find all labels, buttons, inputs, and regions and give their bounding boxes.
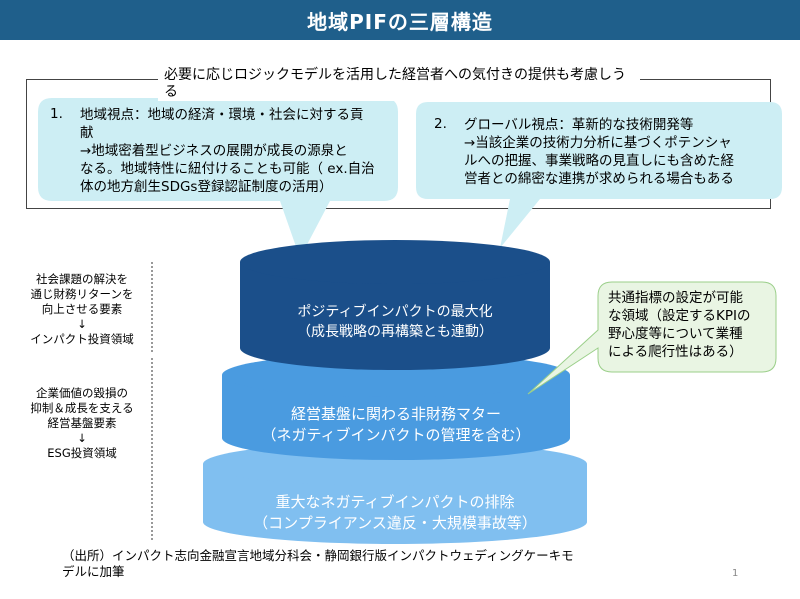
bubble-2-number: 2. xyxy=(434,116,447,132)
layer-top-line1: ポジティブインパクトの最大化 xyxy=(297,304,493,320)
bubble-1-line: なる。地域特性に紐付けることも可能（ ex.自治 xyxy=(80,161,375,177)
bubble-3-line: による爬行性はある） xyxy=(608,344,743,360)
down-arrow-icon: ↓ xyxy=(77,317,87,331)
bubble-2-line: 営者との綿密な連携が求められる場合もある xyxy=(464,171,734,187)
bubble-2-line: →当該企業の技術力分析に基づくポテンシャ xyxy=(464,135,732,151)
layer-bottom-line1: 重大なネガティブインパクトの排除 xyxy=(275,493,515,511)
down-arrow-icon: ↓ xyxy=(77,431,87,445)
bubble-1-line: 献 xyxy=(80,125,94,141)
layer-bottom-label: 重大なネガティブインパクトの排除 （コンプライアンス違反・大規模事故等） xyxy=(215,492,575,534)
layer-top-label: ポジティブインパクトの最大化 （成長戦略の再構築とも連動） xyxy=(215,302,575,342)
bubble-3-line: な領域（設定するKPIの xyxy=(608,308,751,324)
page-title: 地域PIFの三層構造 xyxy=(307,9,493,34)
bubble-2-line: ルへの把握、事業戦略の見直しにも含めた経 xyxy=(464,153,734,169)
side-note-line: ESG投資領域 xyxy=(47,446,117,460)
side-note-line: 社会課題の解決を xyxy=(36,272,128,286)
layer-bottom-line2: （コンプライアンス違反・大規模事故等） xyxy=(253,514,537,532)
bubble-3-line: 共通指標の設定が可能 xyxy=(608,290,743,306)
bubble-1-line: 地域視点：地域の経済・環境・社会に対する貢 xyxy=(80,107,364,123)
layer-top-line2: （成長戦略の再構築とも連動） xyxy=(297,324,493,340)
side-note-line: 経営基盤要素 xyxy=(47,416,117,430)
side-note-line: 企業価値の毀損の xyxy=(36,386,128,400)
impact-side-note: 社会課題の解決を 通じ財務リターンを 向上させる要素 ↓ インパクト投資領域 xyxy=(18,272,146,347)
bubble-1-number: 1. xyxy=(50,106,63,122)
bubble-1-line: →地域密着型ビジネスの展開が成長の源泉と xyxy=(80,143,348,159)
bubble-3-line: 野心度等について業種 xyxy=(608,326,743,342)
bubble-2-line: グローバル視点：革新的な技術開発等 xyxy=(464,117,694,133)
layer-middle-line2: （ネガティブインパクトの管理を含む） xyxy=(261,426,531,444)
side-note-line: 抑制＆成長を支える xyxy=(30,401,134,415)
title-bar: 地域PIFの三層構造 xyxy=(0,0,800,40)
note-text: 必要に応じロジックモデルを活用した経営者への気付きの提供も考慮しうる xyxy=(158,67,640,101)
bubble-2-text: グローバル視点：革新的な技術開発等 →当該企業の技術力分析に基づくポテンシャ ル… xyxy=(464,116,780,188)
side-note-line: 通じ財務リターンを xyxy=(30,287,134,301)
bubble-1-shape xyxy=(38,98,398,258)
page-number: 1 xyxy=(732,568,739,579)
bubble-3-text: 共通指標の設定が可能 な領域（設定するKPIの 野心度等について業種 による爬行… xyxy=(608,289,776,361)
layer-top xyxy=(240,240,550,370)
esg-side-note: 企業価値の毀損の 抑制＆成長を支える 経営基盤要素 ↓ ESG投資領域 xyxy=(18,386,146,461)
side-note-line: インパクト投資領域 xyxy=(30,332,134,346)
side-note-line: 向上させる要素 xyxy=(41,302,123,316)
bubble-2-shape xyxy=(416,102,782,248)
bubble-1-line: 体の地方創生SDGs登録認証制度の活用） xyxy=(80,179,333,195)
bubble-1-text: 地域視点：地域の経済・環境・社会に対する貢 献 →地域密着型ビジネスの展開が成長… xyxy=(80,106,398,196)
layer-middle-label: 経営基盤に関わる非財務マター （ネガティブインパクトの管理を含む） xyxy=(216,404,576,446)
source-citation: （出所）インパクト志向金融宣言地域分科会・静岡銀行版インパクトウェディングケーキ… xyxy=(62,548,574,579)
bubble-3-shape xyxy=(527,281,777,395)
layer-middle-line1: 経営基盤に関わる非財務マター xyxy=(290,405,501,423)
